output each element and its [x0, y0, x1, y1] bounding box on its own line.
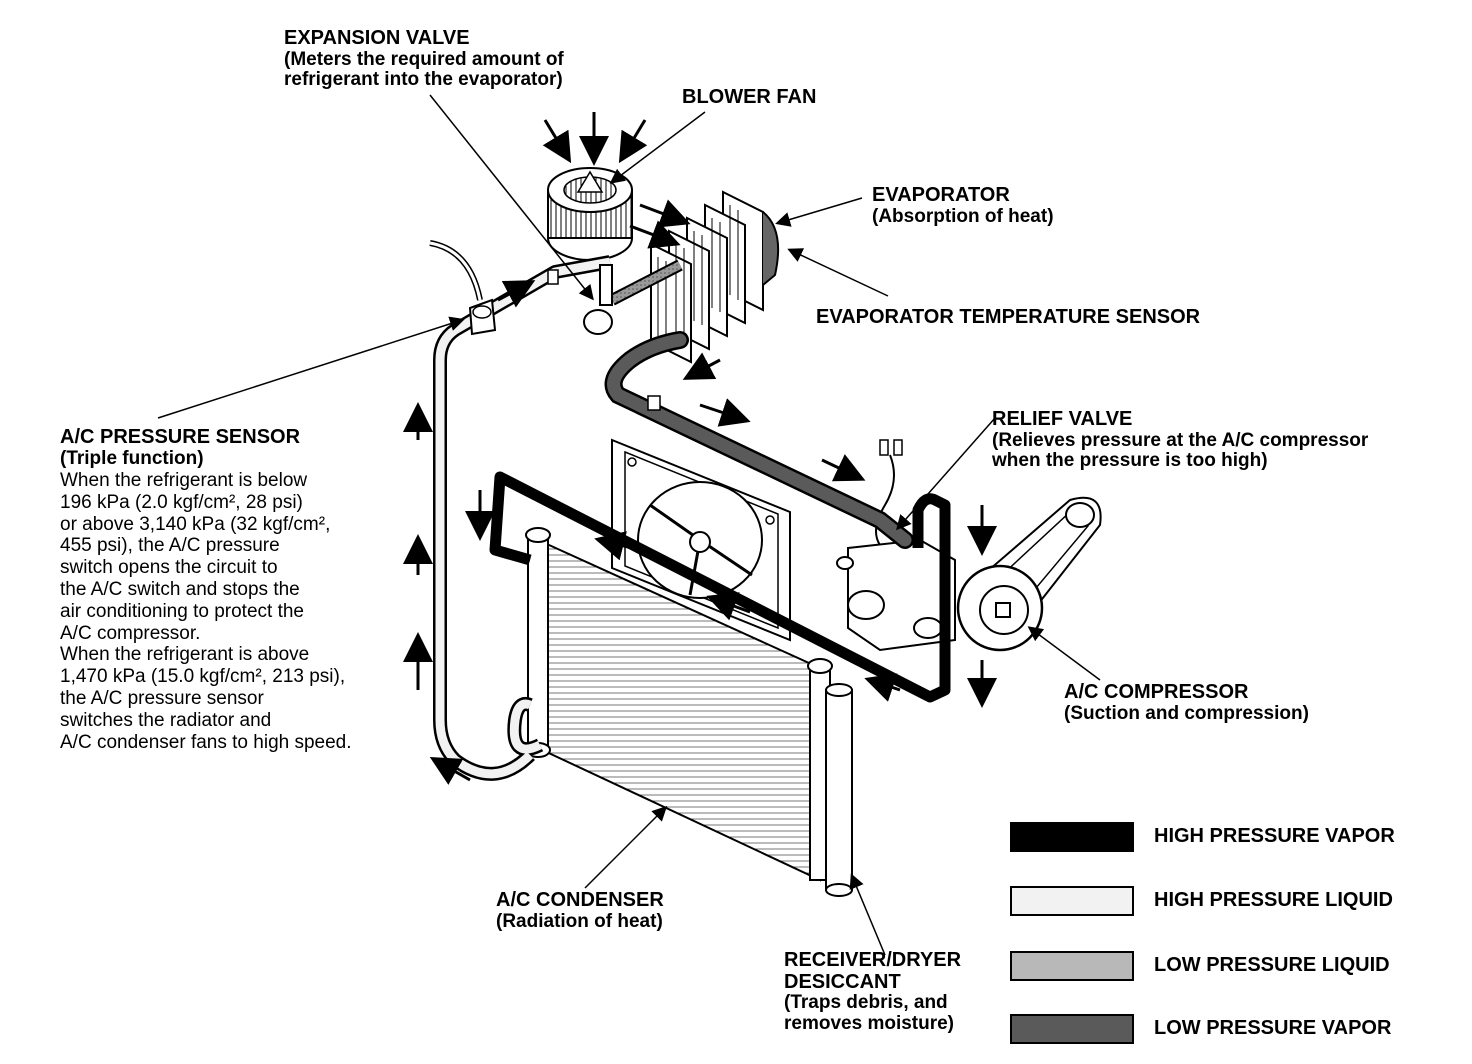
pipe-high-pressure-liquid: [429, 240, 612, 781]
pressure-sensor-line: A/C compressor.: [60, 622, 201, 644]
leader-lines: [157, 94, 1101, 956]
pressure-sensor-line: 1,470 kPa (15.0 kgf/cm², 213 psi),: [60, 666, 346, 688]
legend-label: HIGH PRESSURE LIQUID: [1154, 889, 1393, 911]
legend-swatch-low-pressure-liquid: [1010, 951, 1134, 981]
condenser-label: A/C CONDENSER (Radiation of heat): [496, 889, 664, 932]
pressure-sensor-line: When the refrigerant is above: [60, 644, 310, 666]
pressure-sensor-line: switch opens the circuit to: [60, 557, 278, 579]
receiver-dryer: [825, 683, 853, 897]
blower-fan-label: BLOWER FAN: [682, 86, 817, 108]
relief-valve-title: RELIEF VALVE: [992, 408, 1133, 430]
pipe-low-pressure-liquid: [609, 259, 683, 306]
compressor-title: A/C COMPRESSOR: [1064, 681, 1249, 703]
legend-swatch-high-pressure-vapor: [1010, 822, 1134, 852]
pipe-high-pressure-vapor: [489, 471, 951, 703]
expansion-valve: [547, 264, 613, 335]
expansion-valve-desc-2: refrigerant into the evaporator): [284, 69, 563, 91]
condenser-title: A/C CONDENSER: [496, 889, 664, 911]
legend-label: HIGH PRESSURE VAPOR: [1154, 825, 1395, 847]
pipe-low-pressure-vapor: [604, 331, 914, 549]
relief-valve-desc-1: (Relieves pressure at the A/C compressor: [992, 429, 1369, 451]
expansion-valve-label: EXPANSION VALVE (Meters the required amo…: [284, 27, 564, 91]
compressor-desc: (Suction and compression): [1064, 702, 1309, 724]
expansion-valve-title: EXPANSION VALVE: [284, 27, 470, 49]
pressure-sensor-line: 455 psi), the A/C pressure: [60, 535, 280, 557]
legend-item: LOW PRESSURE VAPOR: [1010, 1014, 1430, 1048]
pressure-sensor-line: the A/C pressure sensor: [60, 687, 264, 709]
pressure-sensor-title: A/C PRESSURE SENSOR: [60, 426, 301, 448]
pressure-sensor-line: A/C condenser fans to high speed.: [60, 731, 352, 753]
evaporator-title: EVAPORATOR: [872, 184, 1010, 206]
evaporator-temp-sensor-label: EVAPORATOR TEMPERATURE SENSOR: [816, 306, 1201, 328]
receiver-dryer-title-1: RECEIVER/DRYER: [784, 949, 962, 971]
pressure-sensor-line: air conditioning to protect the: [60, 600, 304, 622]
legend-item: HIGH PRESSURE LIQUID: [1010, 886, 1430, 920]
relief-valve-desc-2: when the pressure is too high): [992, 450, 1268, 472]
flow-arrows: [403, 112, 997, 785]
compressor-label: A/C COMPRESSOR (Suction and compression): [1064, 681, 1309, 724]
legend-swatch-high-pressure-liquid: [1010, 886, 1134, 916]
condenser-desc: (Radiation of heat): [496, 910, 663, 932]
pressure-sensor-line: or above 3,140 kPa (32 kgf/cm²,: [60, 513, 331, 535]
receiver-dryer-title-2: DESICCANT: [784, 970, 901, 993]
relief-valve-label: RELIEF VALVE (Relieves pressure at the A…: [992, 408, 1369, 472]
receiver-dryer-desc-1: (Traps debris, and: [784, 992, 948, 1014]
legend-label: LOW PRESSURE LIQUID: [1154, 954, 1390, 976]
legend-label: LOW PRESSURE VAPOR: [1154, 1017, 1392, 1039]
expansion-valve-desc-1: (Meters the required amount of: [284, 48, 564, 70]
condenser-fan: [611, 438, 791, 642]
receiver-dryer-desc-2: removes moisture): [784, 1012, 955, 1034]
evaporator-desc: (Absorption of heat): [872, 205, 1054, 227]
pressure-sensor-line: the A/C switch and stops the: [60, 578, 300, 600]
pressure-sensor-line: 196 kPa (2.0 kgf/cm², 28 psi): [60, 491, 303, 513]
legend-item: LOW PRESSURE LIQUID: [1010, 951, 1430, 985]
evaporator-label: EVAPORATOR (Absorption of heat): [872, 184, 1054, 227]
pressure-sensor-line: switches the radiator and: [60, 709, 272, 731]
pressure-sensor-line: When the refrigerant is below: [60, 470, 308, 491]
legend-swatch-low-pressure-vapor: [1010, 1014, 1134, 1044]
pressure-sensor-subtitle: (Triple function): [60, 447, 204, 469]
blower-fan: [547, 167, 633, 261]
receiver-dryer-label: RECEIVER/DRYER DESICCANT (Traps debris, …: [784, 949, 962, 1034]
legend-item: HIGH PRESSURE VAPOR: [1010, 822, 1430, 856]
pressure-sensor-label: A/C PRESSURE SENSOR (Triple function): [60, 426, 301, 469]
pressure-sensor: [468, 298, 497, 336]
compressor: [836, 439, 1102, 652]
